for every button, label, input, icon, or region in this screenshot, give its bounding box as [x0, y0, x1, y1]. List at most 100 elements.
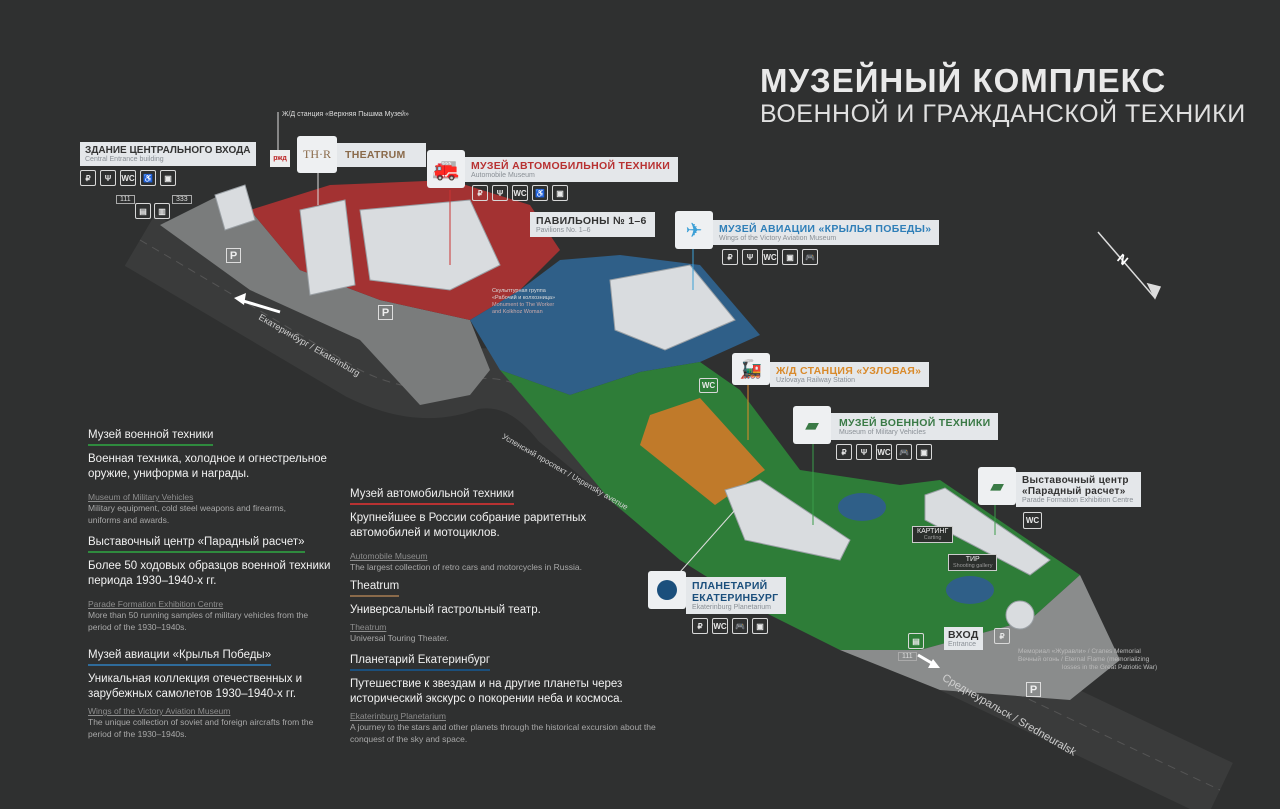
planetarium-logo — [648, 571, 686, 609]
central-entrance-title: ЗДАНИЕ ЦЕНТРАЛЬНОГО ВХОДА — [85, 145, 251, 156]
memorial-line-1: Мемориал «Журавли» / Cranes Memorial — [1018, 648, 1141, 655]
legend-heading: Планетарий Екатеринбург — [350, 654, 491, 671]
arrow-to-ekaterinburg — [239, 298, 281, 314]
railway-station-title: Ж/Д СТАНЦИЯ «УЗЛОВАЯ» — [776, 365, 922, 377]
memorial-line-2: Вечный огонь / Eternal Flame (memorializ… — [1018, 656, 1150, 663]
gift-icon: ▣ — [552, 185, 568, 201]
military-museum-amenities: ₽ Ψ WC 🎮 ▣ — [836, 444, 932, 460]
military-museum-title: МУЗЕЙ ВОЕННОЙ ТЕХНИКИ — [839, 417, 991, 429]
parking-pay-icon: ₽ — [80, 170, 96, 186]
legend-description: Универсальный гастрольный театр. — [350, 604, 541, 616]
legend-description: Крупнейшее в России собрание раритетных … — [350, 512, 587, 539]
label-central-entrance[interactable]: ЗДАНИЕ ЦЕНТРАЛЬНОГО ВХОДА Central Entran… — [80, 142, 257, 166]
label-shooting[interactable]: ТИР Shooting gallery — [948, 554, 998, 571]
aviation-museum-amenities: ₽ Ψ WC ▣ 🎮 — [722, 249, 818, 265]
parade-centre-title-2: «Парадный расчет» — [1022, 486, 1126, 497]
karting-title: КАРТИНГ — [917, 528, 949, 535]
gamepad-icon: 🎮 — [732, 618, 748, 634]
cafe-icon: Ψ — [742, 249, 758, 265]
bus-route-111: 111 — [116, 195, 135, 204]
legend-en-description: A journey to the stars and other planets… — [350, 722, 656, 744]
planetarium-amenities: ₽ WC 🎮 ▣ — [692, 618, 768, 634]
label-parade-centre[interactable]: Выставочный центр «Парадный расчет» Para… — [1016, 472, 1142, 507]
building-parade — [924, 487, 1051, 576]
legend-heading: Музей военной техники — [88, 429, 214, 446]
pavilions-title: ПАВИЛЬОНЫ № 1–6 — [536, 215, 647, 227]
legend-en-heading: Theatrum — [350, 622, 387, 632]
legend-parade: Выставочный центр «Парадный расчет» Боле… — [88, 532, 343, 633]
railway-stop-label: Ж/Д станция «Верхняя Пышма Музей» — [282, 111, 409, 118]
trolleybus-icon: ▥ — [154, 203, 170, 219]
legend-description: Более 50 ходовых образцов военной техник… — [88, 560, 331, 587]
pond-1 — [838, 493, 886, 521]
entrance-title: ВХОД — [948, 629, 979, 641]
legend-heading: Музей авиации «Крылья Победы» — [88, 649, 272, 666]
auto-museum-subtitle: Automobile Museum — [471, 172, 535, 179]
parking-icon: P — [226, 248, 241, 263]
bus-route-111-entrance: 111 — [898, 652, 917, 661]
accessibility-icon: ♿ — [140, 170, 156, 186]
legend-heading: Выставочный центр «Парадный расчет» — [88, 536, 305, 553]
auto-museum-title: МУЗЕЙ АВТОМОБИЛЬНОЙ ТЕХНИКИ — [471, 160, 671, 172]
accessibility-icon: ♿ — [532, 185, 548, 201]
sculpture-ru-2: «Рабочий и колхозница» — [492, 295, 556, 301]
label-auto-museum[interactable]: МУЗЕЙ АВТОМОБИЛЬНОЙ ТЕХНИКИ Automobile M… — [465, 157, 679, 182]
legend-en-heading: Wings of the Victory Aviation Museum — [88, 706, 231, 716]
legend-en-description: The unique collection of soviet and fore… — [88, 717, 314, 739]
legend-heading: Музей автомобильной техники — [350, 488, 515, 505]
wc-icon: WC — [120, 170, 136, 186]
auto-museum-amenities: ₽ Ψ WC ♿ ▣ — [472, 185, 568, 201]
aviation-museum-subtitle: Wings of the Victory Aviation Museum — [719, 235, 837, 242]
sculpture-en-1: Monument to The Worker — [492, 302, 555, 308]
parking-pay-icon: ₽ — [836, 444, 852, 460]
legend-en-description: More than 50 running samples of military… — [88, 610, 309, 632]
legend-planetarium: Планетарий Екатеринбург Путешествие к зв… — [350, 650, 695, 745]
sculpture-en-2: and Kolkhoz Woman — [492, 309, 543, 315]
legend-military: Музей военной техники Военная техника, х… — [88, 425, 343, 526]
armored-car-icon: ▰ — [978, 467, 1016, 505]
page-subtitle: ВОЕННОЙ И ГРАЖДАНСКОЙ ТЕХНИКИ — [760, 100, 1246, 128]
legend-description: Уникальная коллекция отечественных и зар… — [88, 673, 303, 700]
buildings — [214, 184, 1051, 630]
wc-icon: WC — [699, 378, 718, 393]
rzd-logo: ржд — [270, 150, 290, 167]
label-planetarium[interactable]: ПЛАНЕТАРИЙ ЕКАТЕРИНБУРГ Ekaterinburg Pla… — [686, 577, 787, 614]
label-theatrum[interactable]: THEATRUM — [337, 143, 426, 167]
legend-en-heading: Ekaterinburg Planetarium — [350, 711, 446, 721]
shooting-title: ТИР — [965, 556, 980, 563]
parking-icon: P — [378, 305, 393, 320]
label-railway-station[interactable]: Ж/Д СТАНЦИЯ «УЗЛОВАЯ» Uzlovaya Railway S… — [770, 362, 930, 387]
theatrum-title: THEATRUM — [345, 149, 406, 161]
aviation-museum-title: МУЗЕЙ АВИАЦИИ «КРЫЛЬЯ ПОБЕДЫ» — [719, 223, 932, 235]
airplane-icon: ✈ — [675, 211, 713, 249]
parking-icon: P — [1026, 682, 1041, 697]
pond-2 — [946, 576, 994, 604]
legend-aviation: Музей авиации «Крылья Победы» Уникальная… — [88, 645, 343, 740]
legend-automobile: Музей автомобильной техники Крупнейшее в… — [350, 484, 680, 573]
gift-icon: ▣ — [916, 444, 932, 460]
compass — [1097, 231, 1162, 300]
military-museum-subtitle: Museum of Military Vehicles — [839, 429, 926, 436]
building-aviation — [609, 264, 736, 351]
label-pavilions[interactable]: ПАВИЛЬОНЫ № 1–6 Pavilions No. 1–6 — [530, 212, 655, 237]
legend-heading: Theatrum — [350, 580, 400, 597]
bus-icon: ▤ — [135, 203, 151, 219]
planetarium-title-1: ПЛАНЕТАРИЙ — [692, 580, 768, 592]
label-military-museum[interactable]: МУЗЕЙ ВОЕННОЙ ТЕХНИКИ Museum of Military… — [831, 413, 999, 440]
label-aviation-museum[interactable]: МУЗЕЙ АВИАЦИИ «КРЫЛЬЯ ПОБЕДЫ» Wings of t… — [713, 220, 940, 245]
entrance-subtitle: Entrance — [948, 641, 977, 648]
building-pavilions — [359, 199, 501, 291]
wc-icon: WC — [876, 444, 892, 460]
wc-icon: WC — [712, 618, 728, 634]
wc-icon: WC — [762, 249, 778, 265]
label-karting[interactable]: КАРТИНГ Carting — [912, 526, 954, 543]
label-entrance[interactable]: ВХОД Entrance — [944, 627, 983, 650]
central-entrance-subtitle: Central Entrance building — [85, 156, 164, 163]
legend-en-description: The largest collection of retro cars and… — [350, 562, 582, 572]
bus-route-333: 333 — [172, 195, 192, 204]
gamepad-icon: 🎮 — [896, 444, 912, 460]
legend-en-heading: Museum of Military Vehicles — [88, 492, 194, 502]
label-sculpture: Скульптурная группа «Рабочий и колхозниц… — [492, 288, 555, 316]
pavilions-subtitle: Pavilions No. 1–6 — [536, 227, 591, 234]
